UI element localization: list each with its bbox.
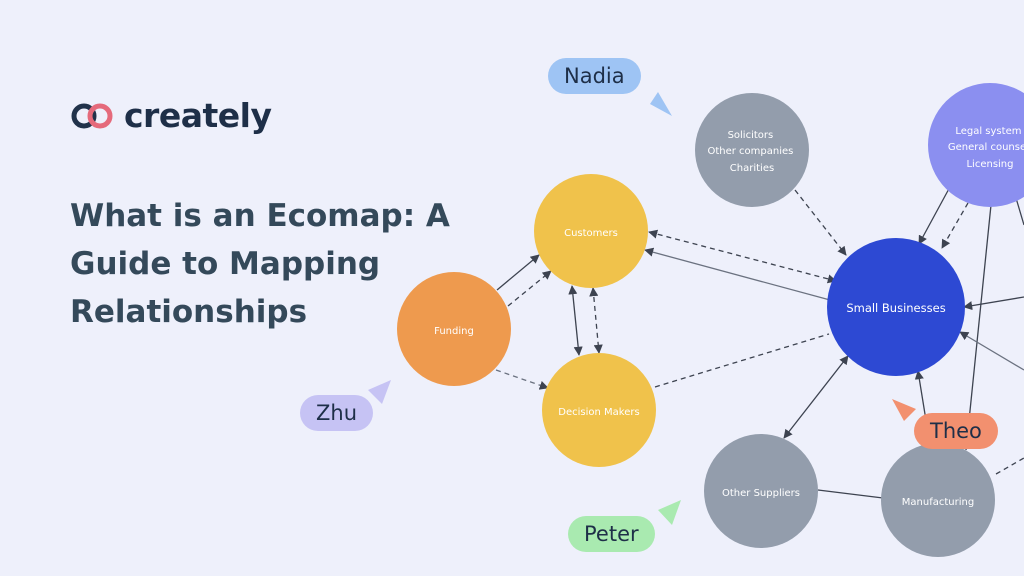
edge-offscreen-small-2 bbox=[959, 331, 1024, 371]
node-solicitors-circle bbox=[695, 93, 809, 207]
node-manufacturing-circle bbox=[881, 443, 995, 557]
svg-text:Manufacturing: Manufacturing bbox=[902, 497, 974, 508]
edge-suppliers-manufacturing bbox=[817, 489, 884, 499]
node-manufacturing[interactable]: Manufacturing bbox=[881, 443, 995, 557]
edge-legal-small-solid bbox=[918, 184, 952, 245]
node-legal-line-2: General counsel bbox=[948, 142, 1024, 153]
title-line-2: Guide to Mapping bbox=[70, 246, 381, 282]
svg-text:Funding: Funding bbox=[434, 326, 474, 337]
node-funding[interactable]: Funding bbox=[397, 272, 511, 386]
theo-cursor-icon bbox=[892, 399, 916, 421]
svg-text:Customers: Customers bbox=[564, 228, 618, 239]
node-legal[interactable]: Legal system General counsel Licensing bbox=[928, 83, 1024, 207]
node-decision[interactable]: Decision Makers bbox=[542, 353, 656, 467]
collaborator-tag-theo: Theo bbox=[914, 413, 998, 449]
node-decision-circle bbox=[542, 353, 656, 467]
edge-small-suppliers bbox=[783, 355, 849, 439]
node-solicitors-line-3: Charities bbox=[730, 163, 774, 174]
edge-legal-small-dashed bbox=[941, 202, 969, 249]
node-suppliers[interactable]: Other Suppliers bbox=[704, 434, 818, 548]
node-customers-line-1: Customers bbox=[564, 228, 618, 239]
page-title: What is an Ecomap: A Guide to Mapping Re… bbox=[70, 192, 490, 336]
node-solicitors-line-1: Solicitors bbox=[728, 130, 774, 141]
node-customers-circle bbox=[534, 174, 648, 288]
node-small-circle bbox=[827, 238, 965, 376]
edge-legal-manufacturing bbox=[965, 204, 992, 451]
node-suppliers-circle bbox=[704, 434, 818, 548]
title-line-1: What is an Ecomap: A bbox=[70, 198, 450, 234]
svg-text:Legal system General cou: Legal system General counsel Licensing bbox=[948, 126, 1024, 170]
edge-customers-decision-dashed bbox=[589, 287, 603, 354]
creately-logo: creately bbox=[70, 96, 272, 135]
edge-customers-small-dashed bbox=[648, 229, 837, 284]
node-customers[interactable]: Customers bbox=[534, 174, 648, 288]
edge-funding-customers-1 bbox=[496, 254, 540, 291]
node-legal-line-3: Licensing bbox=[966, 159, 1013, 170]
collaborator-tag-nadia: Nadia bbox=[548, 58, 641, 94]
collaborator-tag-peter: Peter bbox=[568, 516, 655, 552]
node-legal-circle bbox=[928, 83, 1024, 207]
node-funding-circle bbox=[397, 272, 511, 386]
svg-text:Other Suppliers: Other Suppliers bbox=[722, 488, 800, 499]
svg-text:Solicitors Other compani: Solicitors Other companies Charities bbox=[707, 130, 796, 174]
node-manufacturing-line-1: Manufacturing bbox=[902, 497, 974, 508]
node-funding-line-1: Funding bbox=[434, 326, 474, 337]
svg-text:Decision Makers: Decision Makers bbox=[558, 407, 639, 418]
edge-decision-small bbox=[654, 333, 830, 388]
brand-name: creately bbox=[124, 96, 272, 135]
edge-funding-customers-2 bbox=[507, 270, 552, 307]
edge-manufacturing-offscreen bbox=[995, 457, 1024, 475]
creately-logo-icon bbox=[71, 103, 113, 128]
node-suppliers-line-1: Other Suppliers bbox=[722, 488, 800, 499]
connections bbox=[495, 184, 1024, 499]
edge-legal-offscreen bbox=[1015, 197, 1024, 226]
svg-text:Small Businesses: Small Businesses bbox=[846, 301, 945, 315]
collaborator-tag-zhu: Zhu bbox=[300, 395, 374, 431]
edge-funding-decision bbox=[495, 369, 549, 390]
node-legal-line-1: Legal system bbox=[955, 126, 1021, 137]
title-line-3: Relationships bbox=[70, 294, 308, 330]
node-decision-line-1: Decision Makers bbox=[558, 407, 639, 418]
zhu-cursor-icon bbox=[368, 380, 391, 404]
node-solicitors-line-2: Other companies bbox=[707, 146, 793, 157]
node-small-businesses[interactable]: Small Businesses bbox=[827, 238, 965, 376]
edge-customers-small-solid bbox=[644, 247, 831, 301]
node-small-line-1: Small Businesses bbox=[846, 301, 945, 315]
edge-customers-decision-solid bbox=[568, 285, 583, 356]
nadia-cursor-icon bbox=[650, 92, 672, 116]
edge-solicitors-small bbox=[794, 189, 847, 256]
edge-offscreen-small bbox=[963, 296, 1024, 311]
peter-cursor-icon bbox=[658, 500, 681, 525]
collaborator-cursors bbox=[368, 92, 916, 525]
node-solicitors[interactable]: Solicitors Other companies Charities bbox=[695, 93, 809, 207]
